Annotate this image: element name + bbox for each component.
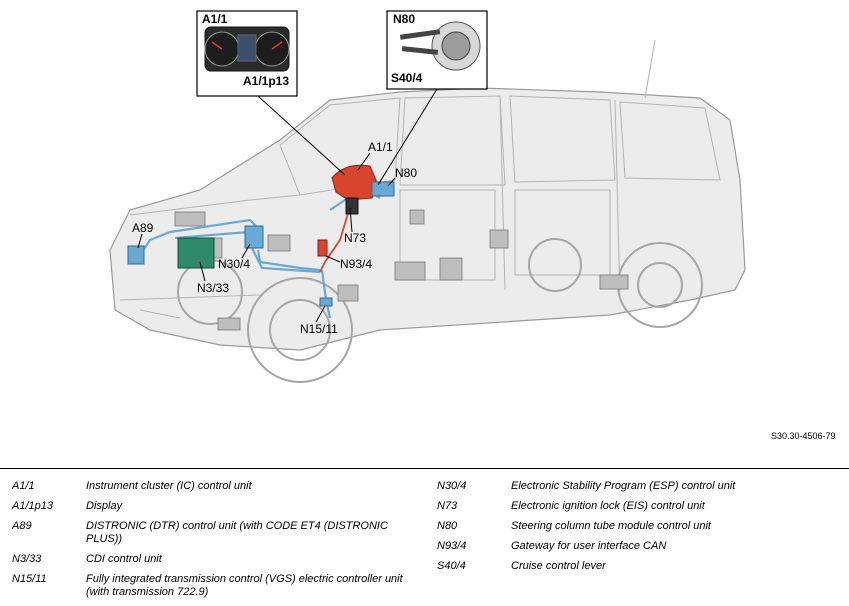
legend-item: N30/4 Electronic Stability Program (ESP)… xyxy=(437,480,837,493)
leader-lines xyxy=(137,88,438,323)
cdi-control-unit xyxy=(177,237,215,269)
legend-desc: Steering column tube module control unit xyxy=(511,520,711,532)
legend-item: S40/4 Cruise control lever xyxy=(437,560,837,573)
legend-desc: Instrument cluster (IC) control unit xyxy=(86,480,252,492)
legend-code: N15/11 xyxy=(12,573,47,585)
legend-divider xyxy=(0,468,849,469)
transmission-controller-unit xyxy=(319,297,333,307)
label-n15-11: N15/11 xyxy=(300,322,338,336)
legend-code: N3/33 xyxy=(12,553,42,565)
label-s40-4: S40/4 xyxy=(391,71,423,85)
legend-desc: Cruise control lever xyxy=(511,560,606,572)
inset-instrument-cluster xyxy=(196,10,298,97)
legend-code: N93/4 xyxy=(437,540,467,552)
label-a1-1-inset: A1/1 xyxy=(202,12,228,26)
label-n3-33: N3/33 xyxy=(197,281,229,295)
legend-code: S40/4 xyxy=(437,560,466,572)
engine-components xyxy=(174,209,629,331)
label-a89: A89 xyxy=(132,221,154,235)
legend-desc: CDI control unit xyxy=(86,553,162,565)
vehicle-body xyxy=(109,87,746,351)
legend-item: N93/4 Gateway for user interface CAN xyxy=(437,540,837,553)
steering-column-module-unit xyxy=(371,181,395,197)
gateway-unit xyxy=(317,239,328,257)
label-n93-4: N93/4 xyxy=(340,257,372,271)
label-n80-inset: N80 xyxy=(393,12,415,26)
inset-steering-column xyxy=(386,10,488,90)
legend-code: N30/4 xyxy=(437,480,467,492)
legend-item: N3/33 CDI control unit xyxy=(12,553,422,566)
legend-item: A1/1p13 Display xyxy=(12,500,422,513)
legend-code: N73 xyxy=(437,500,458,512)
label-n80: N80 xyxy=(395,166,417,180)
label-n30-4: N30/4 xyxy=(218,257,250,271)
figure-reference: S30.30-4506-79 xyxy=(771,431,836,441)
legend-desc: Display xyxy=(86,500,123,512)
label-n73: N73 xyxy=(344,231,366,245)
eis-unit xyxy=(345,197,359,215)
red-wiring xyxy=(319,199,353,273)
legend-desc: Electronic Stability Program (ESP) contr… xyxy=(511,480,736,492)
legend-right: N30/4 Electronic Stability Program (ESP)… xyxy=(437,480,837,580)
legend-desc: DISTRONIC (DTR) control unit (with CODE … xyxy=(86,520,388,545)
legend-item: N80 Steering column tube module control … xyxy=(437,520,837,533)
legend-item: A1/1 Instrument cluster (IC) control uni… xyxy=(12,480,422,493)
esp-control-unit xyxy=(244,225,264,249)
label-a1-1p13: A1/1p13 xyxy=(243,74,289,88)
legend-code: N80 xyxy=(437,520,458,532)
legend-code: A1/1 xyxy=(12,480,35,492)
label-a1-1: A1/1 xyxy=(368,140,393,154)
legend-desc: Fully integrated transmission control (V… xyxy=(86,573,403,598)
legend-code: A1/1p13 xyxy=(12,500,53,512)
legend-code: A89 xyxy=(12,520,32,532)
legend-desc: Electronic ignition lock (EIS) control u… xyxy=(511,500,705,512)
legend-item: N73 Electronic ignition lock (EIS) contr… xyxy=(437,500,837,513)
legend-desc: Gateway for user interface CAN xyxy=(511,540,667,552)
legend-item: A89 DISTRONIC (DTR) control unit (with C… xyxy=(12,520,422,546)
legend-left: A1/1 Instrument cluster (IC) control uni… xyxy=(12,480,422,606)
vehicle-diagram: A1/1 A1/1p13 N80 S40/4 A1/1 N80 A89 N73 … xyxy=(109,10,746,383)
distronic-unit xyxy=(127,245,145,265)
legend-item: N15/11 Fully integrated transmission con… xyxy=(12,573,422,599)
